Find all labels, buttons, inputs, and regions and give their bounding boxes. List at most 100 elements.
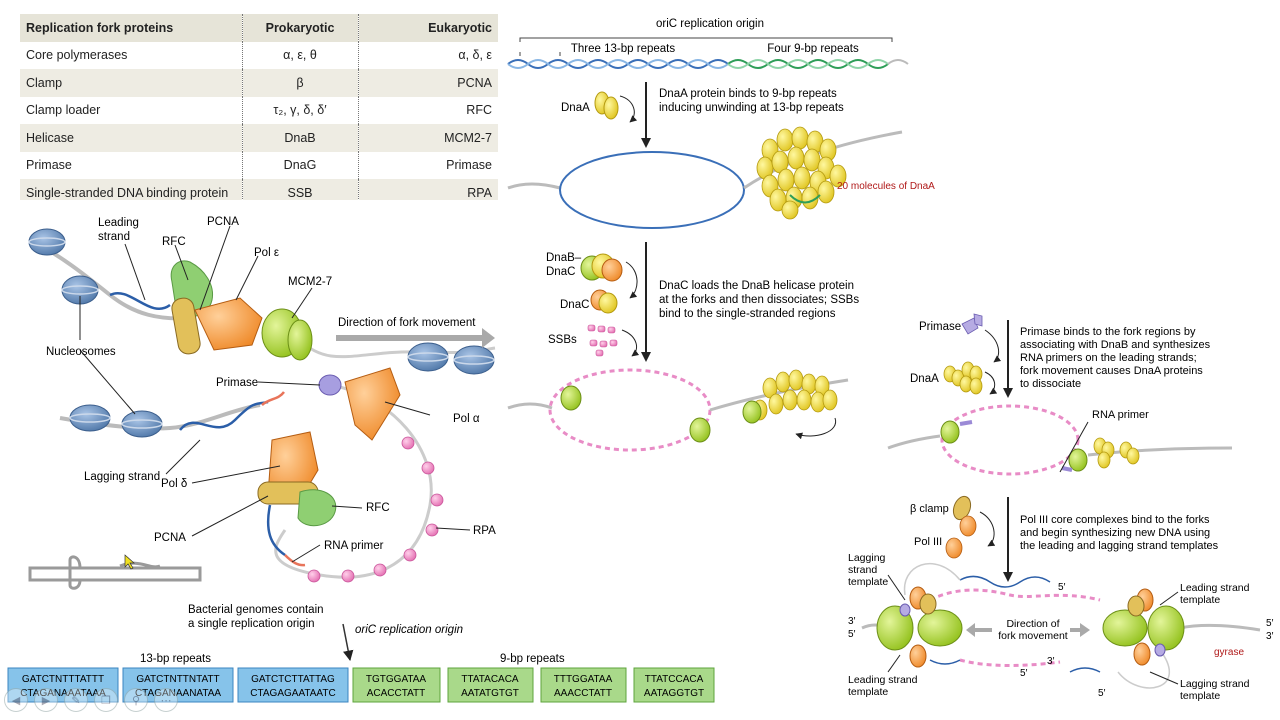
- primer-left: [959, 420, 973, 426]
- nucleosome: [69, 404, 111, 432]
- final-top-strand: [929, 588, 1101, 602]
- label-leading-strand-2: strand: [98, 231, 130, 243]
- dnac-curve-arrow: [625, 261, 638, 299]
- label-pcna-top: PCNA: [207, 216, 239, 228]
- primase-pol3-panel: Primase DnaA Primase binds to the fork r…: [848, 313, 1274, 702]
- sequence-box-13bp: GATCTCTTATTAG CTAGAGAATAATC: [237, 667, 349, 703]
- table-cell: SSB: [241, 179, 358, 200]
- label-dnab: DnaB–: [546, 252, 582, 264]
- pen-icon[interactable]: ✎: [64, 688, 88, 712]
- label-dnaa: DnaA: [561, 102, 590, 114]
- nucleosome: [453, 345, 495, 375]
- table-cell: RFC: [357, 96, 498, 124]
- dnaa-complex-2: [752, 369, 838, 421]
- pol-alpha-protein: [344, 367, 401, 441]
- label-lagging-strand: Lagging strand: [84, 471, 160, 483]
- end-label-5prime: 5′: [1266, 618, 1274, 629]
- label-nucleosomes: Nucleosomes: [46, 346, 116, 358]
- table-header: Prokaryotic: [241, 14, 358, 42]
- nucleosome: [28, 228, 66, 256]
- label-lagging-tmpl-1: Lagging: [848, 552, 886, 564]
- end-label-5prime: 5′: [848, 629, 856, 640]
- label-leading-tmpl-right-2: template: [1180, 594, 1220, 606]
- genome-oric-label: oriC replication origin: [355, 624, 463, 636]
- rpa-proteins: [307, 436, 444, 583]
- table-cell: Primase: [357, 151, 498, 179]
- brace-13bp: [519, 52, 561, 56]
- table-cell: Core polymerases: [20, 41, 242, 69]
- lagging-lower-primer: [284, 554, 306, 567]
- label-four-9bp: Four 9-bp repeats: [767, 43, 859, 55]
- svg-text:TTATACACA: TTATACACA: [461, 674, 519, 685]
- lagging-tmpl-leader: [887, 574, 906, 601]
- table-cell: PCNA: [357, 69, 498, 97]
- sequence-box-9bp: TGTGGATAA ACACCTATT: [352, 667, 441, 703]
- rfc-protein-bottom: [297, 489, 337, 527]
- dnab-helicase-right: [689, 417, 711, 443]
- genome-caption-1: Bacterial genomes contain: [188, 604, 324, 616]
- label-mcm: MCM2-7: [288, 276, 332, 288]
- svg-text:AATATGTGT: AATATGTGT: [461, 688, 519, 699]
- table-cell: Clamp: [20, 69, 242, 97]
- svg-text:GATCTNTTTATTT: GATCTNTTTATTT: [22, 674, 104, 685]
- table-cell: Primase: [20, 151, 242, 179]
- svg-text:TTTGGATAA: TTTGGATAA: [554, 674, 613, 685]
- table-cell: DnaG: [241, 151, 358, 179]
- end-label-3prime: 3′: [848, 616, 856, 627]
- step3-text-2: associating with DnaB and synthesizes: [1020, 339, 1211, 351]
- primer-right: [1061, 466, 1073, 472]
- dnaa-leaving: [1093, 437, 1140, 469]
- primase-protein: [318, 374, 342, 396]
- dnab-helicase-left: [560, 385, 582, 411]
- bubble-dna-3-left: [887, 434, 941, 450]
- back-icon[interactable]: ◀: [4, 688, 28, 712]
- table-cell: MCM2-7: [357, 124, 498, 152]
- rna-primer-leader: [1059, 421, 1089, 473]
- label-pcna-bottom: PCNA: [154, 532, 186, 544]
- pol-e-protein: [194, 297, 263, 351]
- cursor-icon: [124, 554, 135, 570]
- table-cell: α, ε, θ: [241, 41, 358, 69]
- svg-text:TTATCCACA: TTATCCACA: [645, 674, 704, 685]
- label-rna-primer-right: RNA primer: [1092, 409, 1149, 421]
- table-row: Clamp β PCNA: [20, 69, 498, 97]
- helicase-right-right-panel: [1068, 448, 1088, 472]
- final-new-dna-bottom: [929, 659, 1101, 673]
- step3-text-4: fork movement causes DnaA proteins: [1020, 365, 1203, 377]
- ssb-proteins: [587, 324, 618, 357]
- step3-text-3: RNA primers on the leading strands;: [1020, 352, 1197, 364]
- svg-text:TGTGGATAA: TGTGGATAA: [366, 674, 427, 685]
- sequence-box-9bp: TTATACACA AATATGTGT: [447, 667, 534, 703]
- dnaa-protein: [594, 91, 619, 120]
- table-header: Eukaryotic: [357, 14, 498, 42]
- label-three-13bp: Three 13-bp repeats: [571, 43, 675, 55]
- lagging-tmpl-right-leader: [1149, 671, 1179, 685]
- direction-arrow: [336, 328, 495, 348]
- sequence-box-9bp: TTATCCACA AATAGGTGT: [633, 667, 715, 703]
- label-direction-right-1: Direction of: [1006, 618, 1059, 630]
- beta-clamp-protein: [952, 495, 972, 521]
- oric-brace: [519, 37, 893, 42]
- helicase-left-right-panel: [940, 420, 960, 444]
- nucleosome: [121, 410, 163, 438]
- table-cell: RPA: [357, 179, 498, 200]
- table-cell: β: [241, 69, 358, 97]
- step3-text-1: Primase binds to the fork regions by: [1020, 326, 1196, 338]
- forward-icon[interactable]: ▶: [34, 688, 58, 712]
- replication-bubble-3: [940, 404, 1080, 476]
- more-icon[interactable]: ⋯: [154, 688, 178, 712]
- final-bottom-strand: [959, 658, 1061, 667]
- zoom-icon[interactable]: ⚲: [124, 688, 148, 712]
- end-label-5prime: 5′: [1020, 668, 1028, 679]
- label-13bp: 13-bp repeats: [140, 653, 211, 665]
- copy-icon[interactable]: ❐: [94, 688, 118, 712]
- label-pol3: Pol III: [914, 536, 942, 548]
- final-new-dna-top: [959, 575, 1051, 588]
- dnaa-complex: [756, 126, 847, 220]
- pcna-protein-top: [171, 297, 201, 355]
- svg-text:AATAGGTGT: AATAGGTGT: [644, 688, 704, 699]
- lagging-rna-primer: [261, 391, 285, 406]
- label-leading-tmpl-right-1: Leading strand: [1180, 582, 1250, 594]
- step4-text-2: and begin synthesizing new DNA using: [1020, 527, 1210, 539]
- oric-initiation-panel: oriC replication origin Three 13-bp repe…: [507, 18, 935, 452]
